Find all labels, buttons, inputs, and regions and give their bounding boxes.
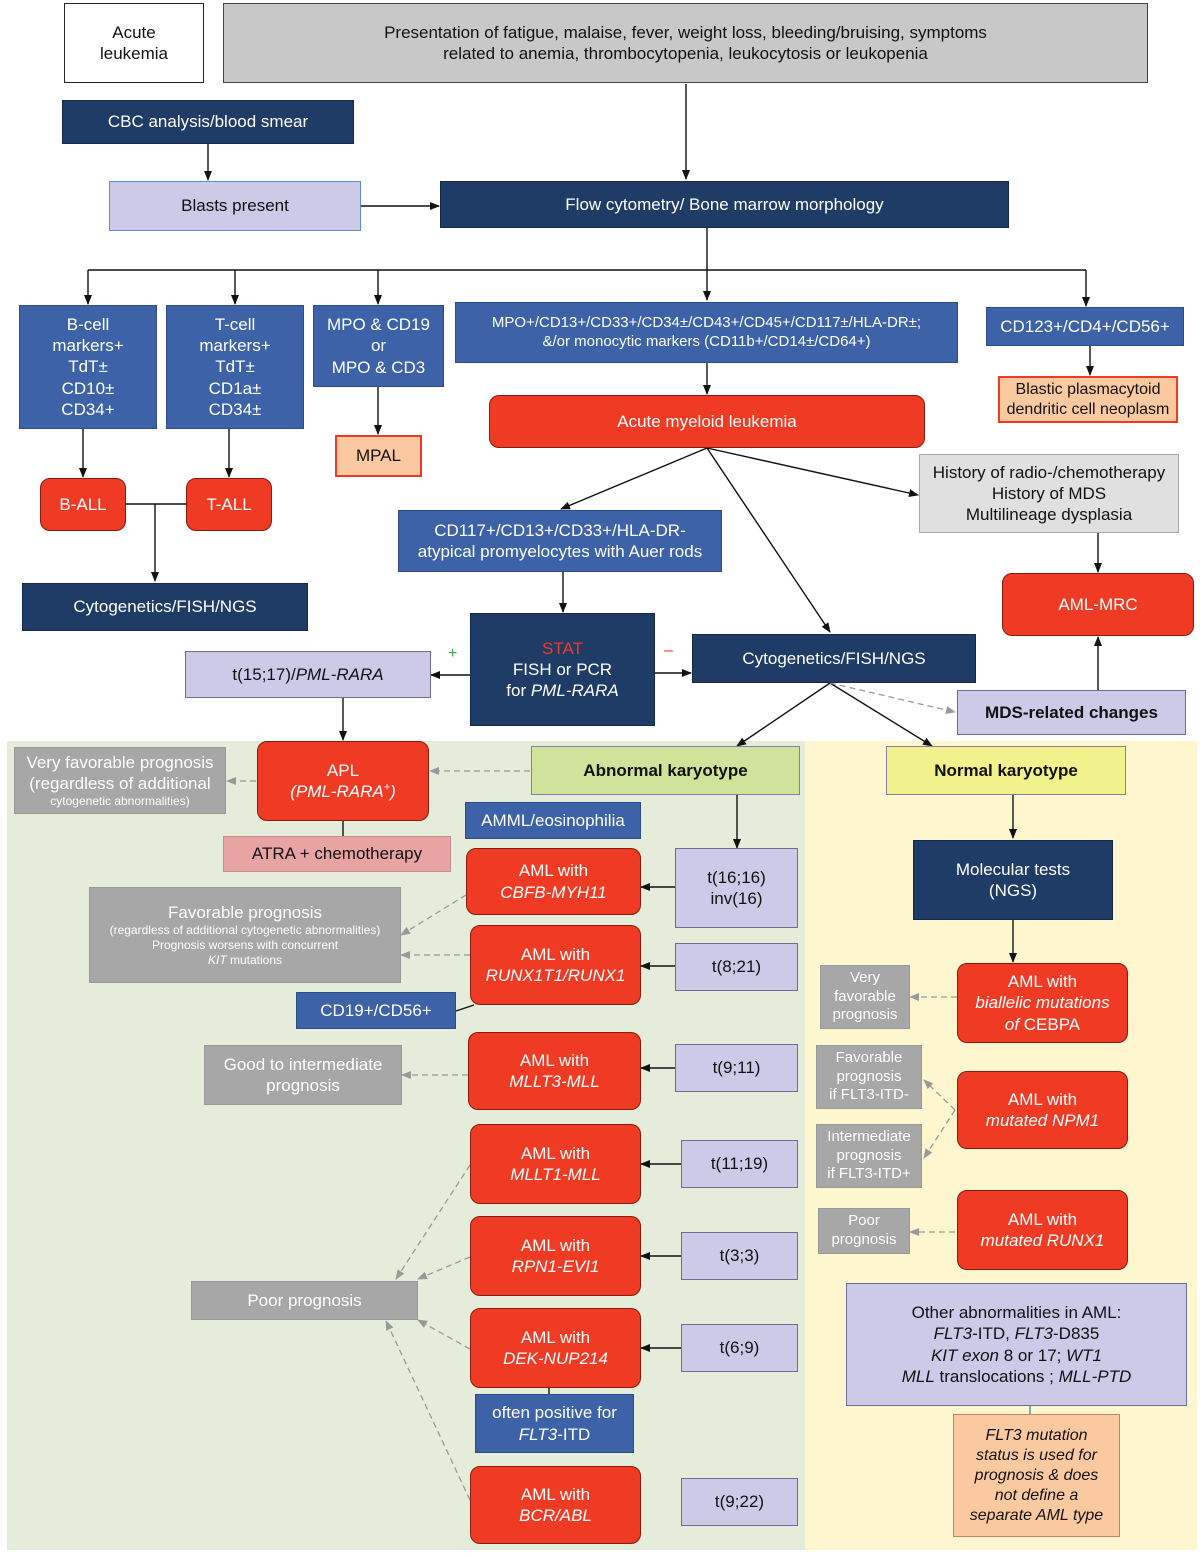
normal-karyotype-box: Normal karyotype bbox=[886, 746, 1126, 795]
cytogenetics-left-box: Cytogenetics/FISH/NGS bbox=[22, 583, 308, 631]
flow-cytometry-box: Flow cytometry/ Bone marrow morphology bbox=[440, 181, 1009, 228]
molecular-tests-box: Molecular tests(NGS) bbox=[913, 840, 1113, 920]
flt3-positive-box: often positive for FLT3-ITD bbox=[475, 1394, 634, 1453]
presentation-box: Presentation of fatigue, malaise, fever,… bbox=[223, 3, 1148, 83]
t922-box: t(9;22) bbox=[681, 1478, 798, 1526]
aml-mrc-box: AML-MRC bbox=[1002, 573, 1194, 636]
other-abnormalities-box: Other abnormalities in AML: FLT3-ITD, FL… bbox=[846, 1283, 1187, 1406]
abnormal-karyotype-box: Abnormal karyotype bbox=[531, 746, 800, 795]
tall-box: T-ALL bbox=[186, 478, 272, 531]
t1119-box: t(11;19) bbox=[681, 1140, 798, 1188]
t33-box: t(3;3) bbox=[681, 1232, 798, 1280]
aml-box: Acute myeloid leukemia bbox=[489, 395, 925, 448]
apl-markers-box: CD117+/CD13+/CD33+/HLA-DR-atypical promy… bbox=[398, 510, 722, 572]
cytogenetics-mid-box: Cytogenetics/FISH/NGS bbox=[692, 634, 976, 683]
abnormal-karyotype-region bbox=[7, 741, 805, 1550]
atra-box: ATRA + chemotherapy bbox=[223, 836, 451, 872]
aml-markers-box: MPO+/CD13+/CD33+/CD34±/CD43+/CD45+/CD117… bbox=[455, 302, 958, 363]
t1517-box: t(15;17)/PML-RARA bbox=[185, 651, 431, 698]
cebpa-box: AML with biallelic mutations of CEBPA bbox=[957, 963, 1128, 1043]
mpal-box: MPAL bbox=[335, 435, 422, 477]
t1616-box: t(16;16)inv(16) bbox=[675, 848, 798, 928]
very-favorable-apl-box: Very favorable prognosis(regardless of a… bbox=[14, 747, 226, 814]
stat-fish-box: STAT FISH or PCR for PML-RARA bbox=[470, 613, 655, 726]
ball-box: B-ALL bbox=[40, 478, 126, 531]
t821-box: t(8;21) bbox=[675, 943, 798, 991]
amml-box: AMML/eosinophilia bbox=[465, 802, 641, 839]
stat-label: STAT bbox=[542, 638, 583, 658]
favorable-prognosis-box: Favorable prognosis (regardless of addit… bbox=[89, 887, 401, 983]
positive-sign: + bbox=[448, 645, 458, 662]
t911-box: t(9;11) bbox=[675, 1044, 798, 1092]
negative-sign: – bbox=[664, 642, 673, 659]
blasts-present-box: Blasts present bbox=[109, 181, 361, 231]
poor-prognosis-box: Poor prognosis bbox=[191, 1281, 418, 1320]
t69-box: t(6;9) bbox=[681, 1324, 798, 1372]
cbc-box: CBC analysis/blood smear bbox=[62, 100, 354, 144]
bpdcn-markers-box: CD123+/CD4+/CD56+ bbox=[986, 307, 1184, 346]
mds-changes-box: MDS-related changes bbox=[957, 690, 1186, 735]
cd19-cd56-box: CD19+/CD56+ bbox=[296, 992, 456, 1029]
apl-box: APL (PML-RARA+) bbox=[257, 741, 429, 821]
